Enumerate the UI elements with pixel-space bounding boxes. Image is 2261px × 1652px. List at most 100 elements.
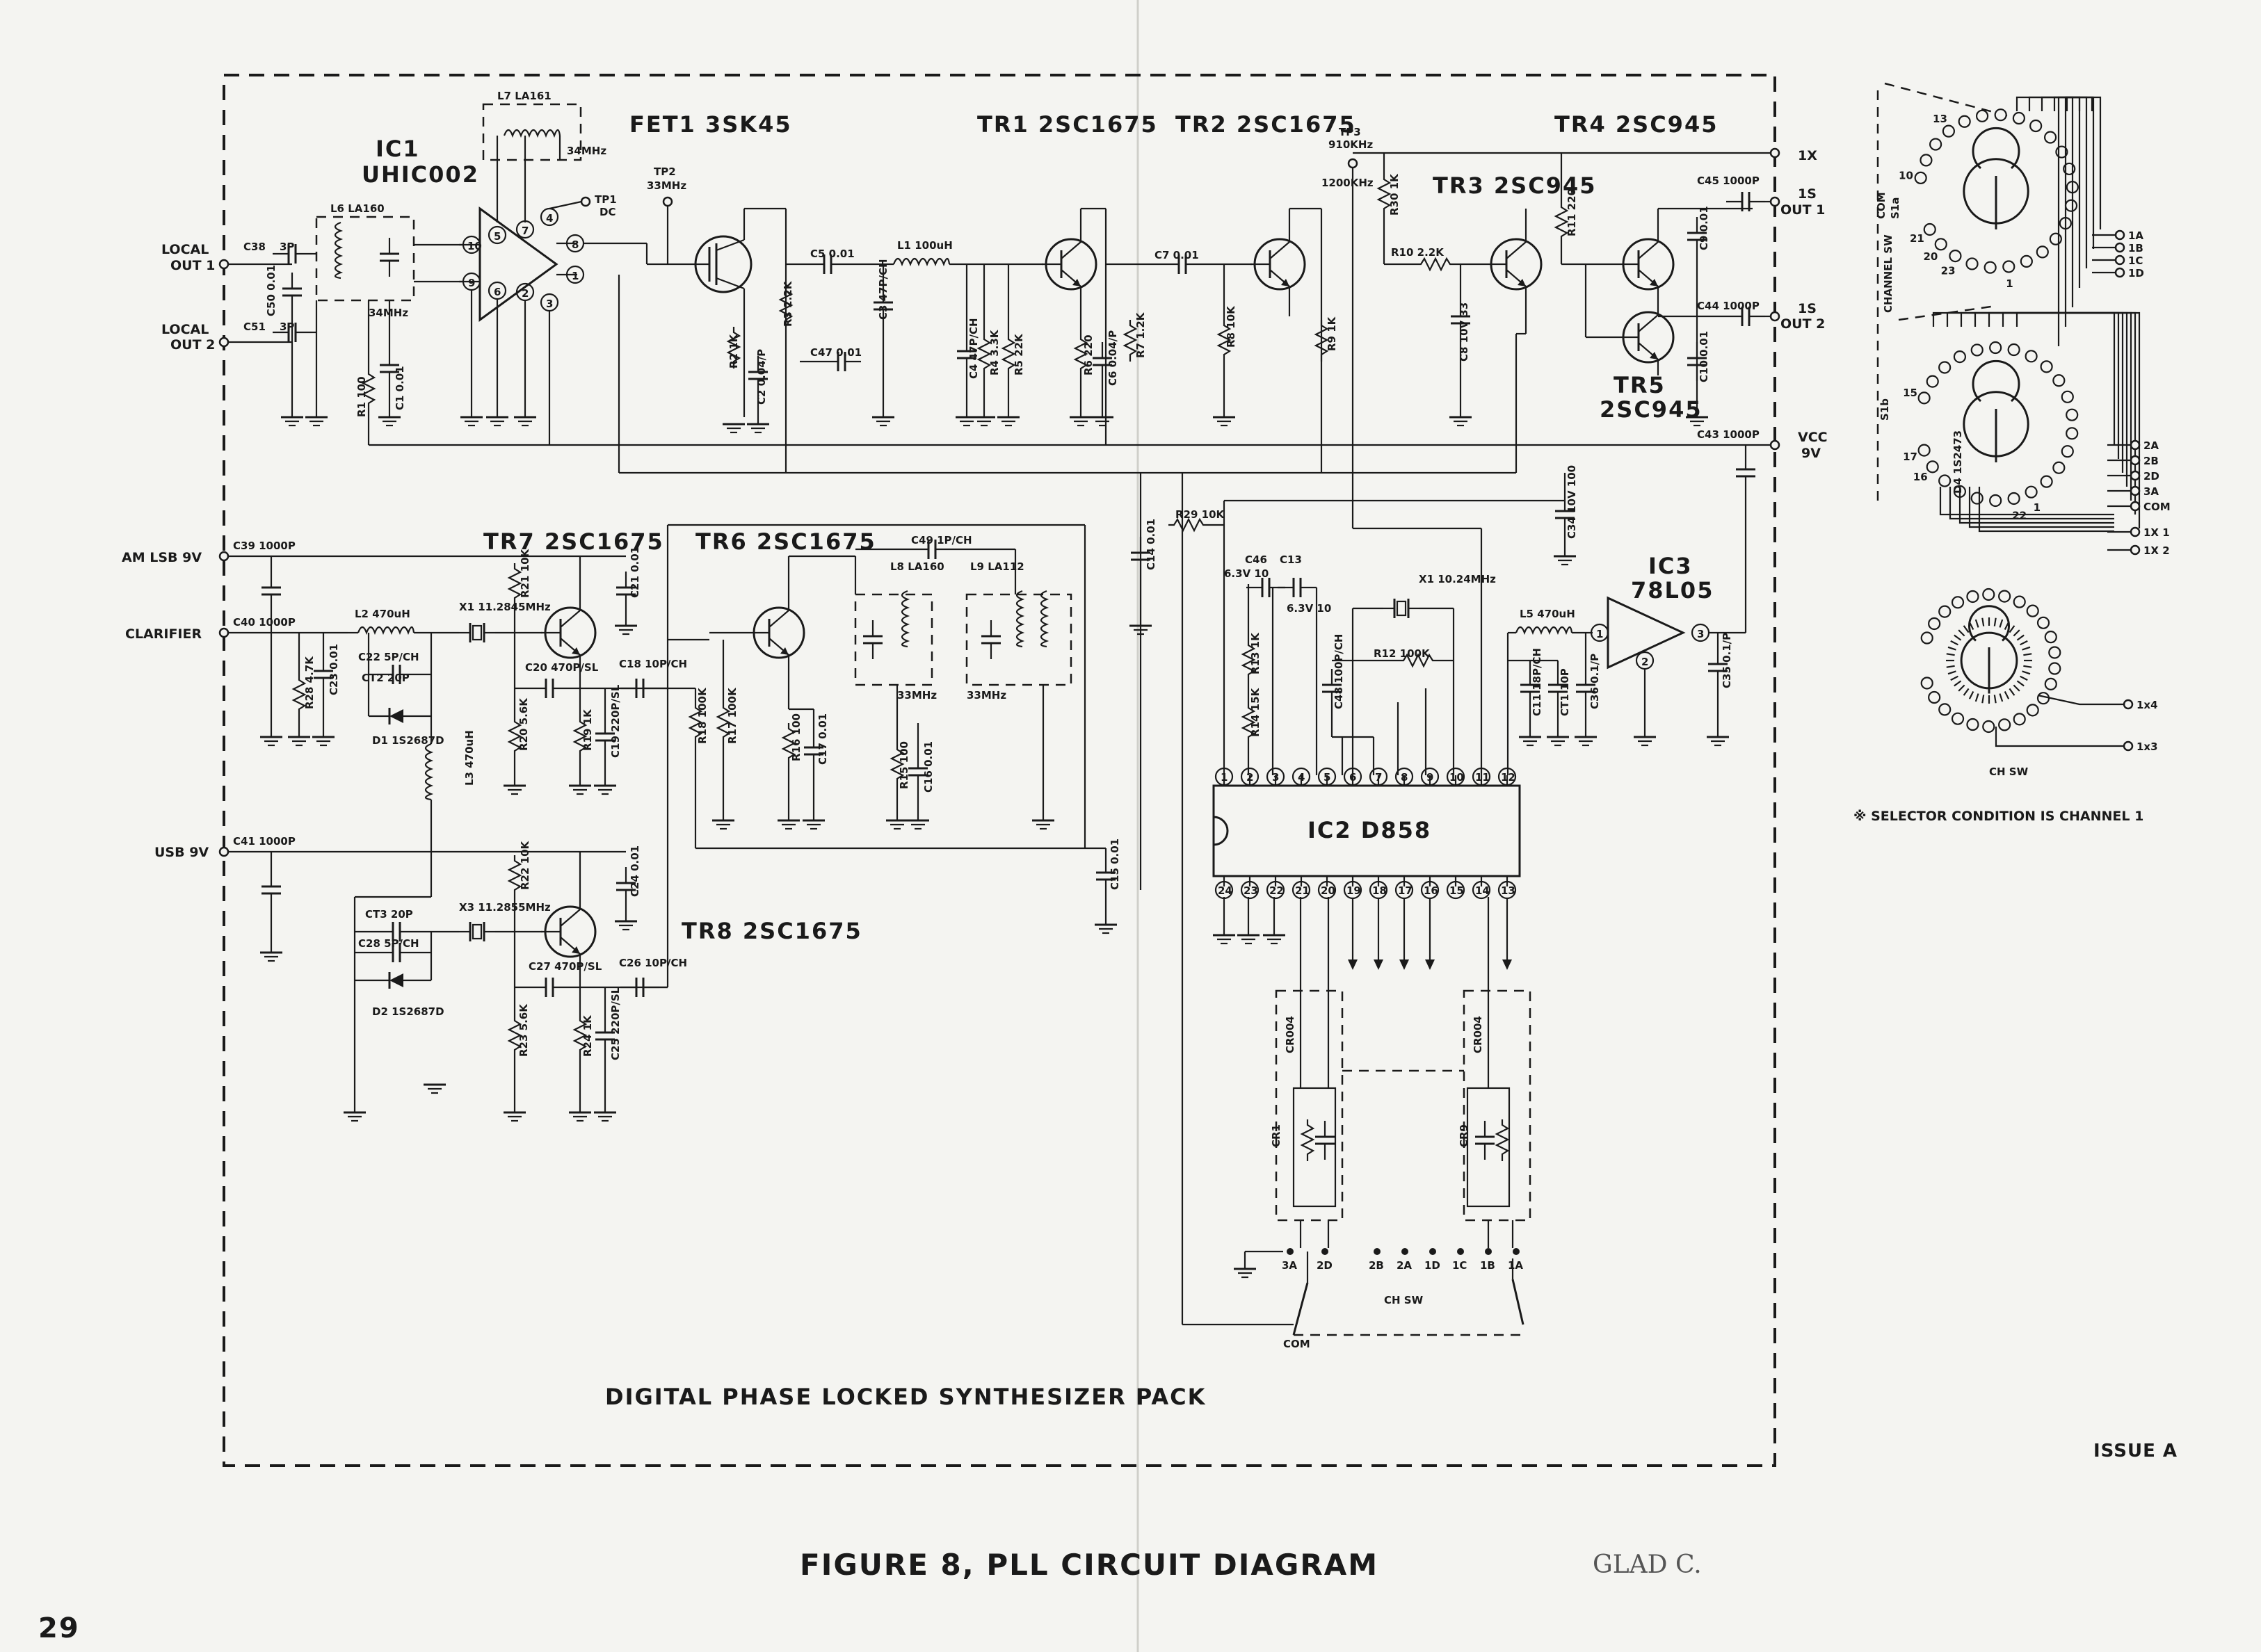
ic2-pin-label: 9	[1426, 771, 1433, 784]
r23-label: R23 5.6K	[517, 1003, 530, 1057]
r1-label: R1 100	[355, 376, 368, 417]
ic2-pin-top	[1394, 767, 1414, 786]
port-am-lsb: AM LSB 9V	[122, 550, 202, 565]
r20-label: R20 5.6K	[517, 697, 530, 751]
c11-label: C11 18P/CH	[1531, 648, 1543, 716]
tr2-label: TR2 2SC1675	[1175, 111, 1356, 138]
switch-contact	[1984, 261, 1997, 274]
ic2-pin-label: 22	[1269, 884, 1284, 897]
switch-contact	[2064, 199, 2078, 212]
switch-contact	[2026, 704, 2039, 717]
switch-output-terminal	[2123, 740, 2134, 752]
ic2-pin-label: 15	[1449, 884, 1464, 897]
svg-text:3: 3	[1697, 628, 1704, 640]
r19-label: R19 1K	[581, 708, 594, 751]
c13-label: C13	[1280, 553, 1302, 566]
tp3-f2: 1200KHz	[1321, 177, 1374, 189]
r14-label: R14 15K	[1249, 687, 1262, 737]
switch-contact	[1998, 590, 2011, 603]
switch-contact	[1951, 596, 1965, 609]
l1-label: L1 100uH	[897, 239, 953, 252]
r22-label: R22 10K	[519, 840, 531, 890]
l9-shield	[965, 593, 1072, 686]
ic2-pin-label: 3	[1272, 771, 1279, 784]
l8-label: L8 LA160	[890, 560, 944, 573]
c34-label: C34 10V 100	[1566, 465, 1578, 539]
switch-contact	[2036, 245, 2049, 259]
c51-label: C51	[243, 321, 266, 333]
ic2-pin-bottom	[1446, 880, 1465, 900]
tr6-label: TR6 2SC1675	[695, 528, 876, 555]
switch-output-terminal	[2123, 699, 2134, 710]
cr1-label: CR1	[1270, 1124, 1282, 1147]
l2-label: L2 470uH	[355, 608, 410, 620]
switch-contact	[1923, 222, 1936, 236]
l7-label: L7 LA161	[497, 90, 552, 102]
switch-output-label: COM	[2143, 501, 2171, 513]
c17-label: C17 0.01	[816, 713, 829, 765]
ic2-pin-label: 2	[1246, 771, 1253, 784]
r3-label: R3 2.2K	[782, 280, 794, 327]
switch-output-label: 1x3	[2137, 740, 2158, 753]
switch-output-label: 1A	[2128, 229, 2143, 242]
c44-label: C44 1000P	[1697, 300, 1760, 312]
switch-contact	[1970, 492, 1984, 505]
tr5-name: TR5	[1614, 372, 1666, 398]
c20-label: C20 470P/SL	[525, 661, 599, 674]
switch-contact	[1975, 109, 1989, 122]
ic2-pin-bottom	[1240, 880, 1260, 900]
local-out2-l1: LOCAL	[161, 322, 209, 337]
ic2-pin-label: 6	[1349, 771, 1356, 784]
channel-sw-label: CHANNEL SW	[1882, 234, 1894, 313]
ic2-pin-label: 12	[1501, 771, 1515, 784]
switch-output-label: 1D	[2128, 267, 2144, 280]
switch-contact	[2066, 427, 2079, 440]
svg-text:2: 2	[1641, 656, 1648, 668]
switch-output-terminal	[2130, 526, 2141, 537]
output-arrow	[1348, 959, 1358, 970]
svg-text:1: 1	[1596, 628, 1603, 640]
switch-contact	[2048, 662, 2061, 675]
l6-freq: 34MHz	[369, 307, 408, 319]
svg-text:10: 10	[467, 240, 482, 252]
ic2-pin-label: 19	[1346, 884, 1361, 897]
l3-label: L3 470uH	[463, 730, 476, 786]
svg-text:9: 9	[468, 277, 475, 289]
ic2-pin-label: 8	[1401, 771, 1408, 784]
switch-contact	[2013, 713, 2026, 726]
s1b-label: S1b	[1878, 398, 1891, 421]
switch-contact	[1920, 631, 1933, 645]
r16-label: R16 100	[790, 713, 803, 761]
c22-label: C22 5P/CH	[358, 651, 419, 663]
ic2-pin-label: 16	[1424, 884, 1438, 897]
r6-label: R6 220	[1082, 334, 1095, 375]
switch-output-terminal	[2130, 439, 2141, 451]
pack-label: DIGITAL PHASE LOCKED SYNTHESIZER PACK	[605, 1384, 1206, 1410]
switch-contact	[1958, 115, 1971, 128]
switch-output-terminal	[2130, 455, 2141, 466]
switch-contact	[2044, 631, 2057, 644]
c15-label: C15 0.01	[1109, 839, 1121, 890]
chsw-terminal	[1321, 1248, 1328, 1255]
svg-text:2: 2	[522, 287, 529, 300]
c13-val: 6.3V 10	[1287, 602, 1331, 615]
cr004a-label: CR004	[1284, 1016, 1296, 1053]
svg-text:6: 6	[494, 286, 501, 298]
switch-contact	[2066, 408, 2079, 421]
switch-contact	[1920, 154, 1933, 167]
chsw-terminal-label: 3A	[1282, 1259, 1297, 1272]
c10-label: C10 0.01	[1698, 331, 1710, 382]
r11-label: R11 220	[1566, 188, 1578, 236]
r10-label: R10 2.2K	[1391, 246, 1445, 259]
switch-contact	[1928, 617, 1941, 631]
switch-contact-label: 1	[2006, 277, 2013, 290]
chsw-terminal	[1374, 1248, 1381, 1255]
switch-contact	[2020, 254, 2033, 268]
chsw-terminal-label: 1A	[1508, 1259, 1523, 1272]
ic2-pin-top	[1369, 767, 1388, 786]
ic2-pin-bottom	[1472, 880, 1491, 900]
chsw-terminal	[1287, 1248, 1294, 1255]
